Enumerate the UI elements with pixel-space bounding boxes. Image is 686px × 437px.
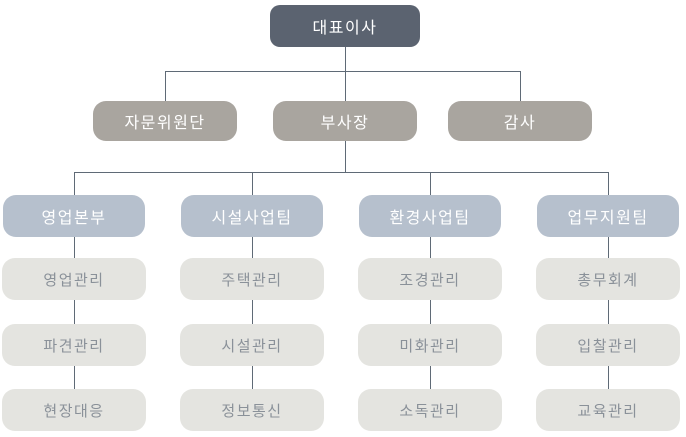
org-node-leaf: 영업관리 <box>2 258 146 300</box>
org-node-leaf: 조경관리 <box>358 258 502 300</box>
org-node-leaf: 정보통신 <box>180 389 324 431</box>
connector-col3-seg1 <box>430 237 431 258</box>
connector-col1-seg2 <box>74 300 75 324</box>
org-node-vice-president: 부사장 <box>273 101 417 141</box>
connector-drop-dept-3 <box>430 172 431 195</box>
org-node-leaf: 교육관리 <box>536 389 680 431</box>
connector-level2-rail <box>165 71 521 72</box>
org-node-leaf: 파견관리 <box>2 324 146 366</box>
org-node-leaf: 시설관리 <box>180 324 324 366</box>
connector-col2-seg1 <box>252 237 253 258</box>
connector-col4-seg3 <box>608 366 609 389</box>
connector-drop-dept-1 <box>74 172 75 195</box>
org-node-leaf: 총무회계 <box>536 258 680 300</box>
org-node-dept-environment: 환경사업팀 <box>359 195 501 237</box>
connector-col3-seg2 <box>430 300 431 324</box>
connector-col4-seg2 <box>608 300 609 324</box>
org-node-auditor: 감사 <box>448 101 592 141</box>
org-node-leaf: 현장대응 <box>2 389 146 431</box>
org-node-leaf: 미화관리 <box>358 324 502 366</box>
connector-col2-seg3 <box>252 366 253 389</box>
org-node-leaf: 입찰관리 <box>536 324 680 366</box>
connector-col1-seg3 <box>74 366 75 389</box>
connector-drop-dept-2 <box>252 172 253 195</box>
org-node-dept-sales: 영업본부 <box>3 195 145 237</box>
org-node-dept-facilities: 시설사업팀 <box>181 195 323 237</box>
connector-drop-vp <box>345 71 346 101</box>
org-node-ceo: 대표이사 <box>270 5 420 47</box>
connector-col4-seg1 <box>608 237 609 258</box>
connector-drop-advisory <box>165 71 166 101</box>
org-node-leaf: 소독관리 <box>358 389 502 431</box>
org-node-dept-support: 업무지원팀 <box>537 195 679 237</box>
connector-col3-seg3 <box>430 366 431 389</box>
connector-vp-drop <box>345 141 346 172</box>
connector-dept-rail <box>74 172 609 173</box>
connector-col2-seg2 <box>252 300 253 324</box>
connector-drop-auditor <box>520 71 521 101</box>
org-node-advisory-board: 자문위원단 <box>93 101 237 141</box>
org-node-leaf: 주택관리 <box>180 258 324 300</box>
connector-drop-dept-4 <box>608 172 609 195</box>
connector-col1-seg1 <box>74 237 75 258</box>
connector-root-drop <box>345 47 346 71</box>
